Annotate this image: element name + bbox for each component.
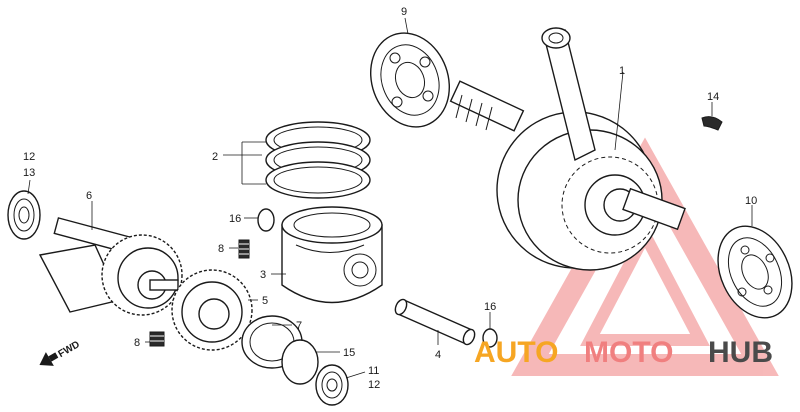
label-10: 10 [745,195,757,207]
label-13: 13 [23,167,35,179]
spring-lower [149,331,165,347]
fwd-label: FWD [57,339,82,360]
label-11: 11 [368,365,379,377]
bearing-bottom [315,364,349,406]
crankshaft [449,27,686,271]
piston-rings [265,121,371,199]
snap-ring [281,339,319,385]
bearing-left [7,190,41,240]
drive-gear [171,269,253,351]
piston [281,206,383,304]
label-14: 14 [707,91,719,103]
label-12-left: 12 [23,151,35,163]
watermark-text: AUTO MOTO HUB [474,336,773,369]
label-15: 15 [343,347,355,359]
clip-upper [257,208,275,232]
label-9: 9 [401,6,407,18]
leader-lines [27,17,753,379]
label-16-upper: 16 [229,213,241,225]
label-8-lower: 8 [134,337,140,349]
watermark-hub: HUB [708,336,773,369]
piston-pin [394,298,476,346]
bearing-right [717,225,793,319]
label-6: 6 [86,190,92,202]
fwd-indicator: FWD [39,339,82,366]
bearing-top [369,32,451,128]
label-12-bottom: 12 [368,379,380,391]
callouts: 9 1 14 10 2 16 8 3 4 5 6 7 8 12 13 16 15… [23,6,757,391]
watermark-auto: AUTO [474,336,558,369]
label-2: 2 [212,151,218,163]
label-5: 5 [262,295,268,307]
woodruff-key [701,116,723,131]
label-7: 7 [296,320,302,332]
label-1: 1 [619,65,625,77]
spring-upper [238,239,250,259]
fwd-arrow-icon [39,352,54,366]
balancer-shaft [38,217,183,316]
label-8-upper: 8 [218,243,224,255]
watermark-moto: MOTO [584,336,673,369]
label-3: 3 [260,269,266,281]
label-4: 4 [435,349,441,361]
label-16-lower: 16 [484,301,496,313]
